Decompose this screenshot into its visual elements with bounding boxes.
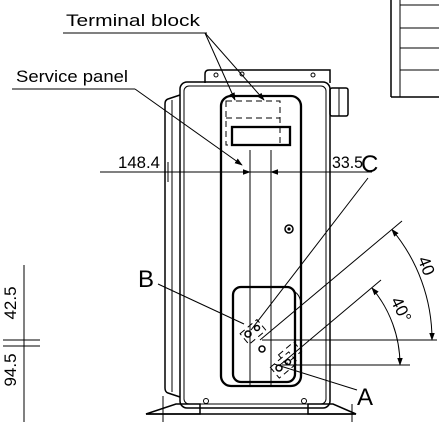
- connection-a-outline: [269, 351, 299, 379]
- terminal-block-leader-left: [204, 32, 236, 101]
- terminal-block-leader-right: [204, 32, 265, 101]
- service-panel: [219, 94, 303, 388]
- connection-c-port: [258, 345, 266, 353]
- top-screw: [239, 71, 245, 77]
- service-panel-label: Service panel: [16, 67, 128, 86]
- height-dimensions: 42.5 94.5: [1, 265, 40, 422]
- left-foot: [145, 403, 201, 415]
- point-a-leader: [273, 363, 358, 391]
- right-foot: [307, 403, 357, 415]
- panel-screw-center: [287, 227, 291, 231]
- front-panel-inner: [183, 85, 327, 405]
- point-c-leader: [250, 177, 369, 331]
- angle-dimensions: 40 40°: [259, 220, 439, 366]
- terminal-block-outline: [225, 100, 281, 146]
- connection-b-port: [244, 330, 252, 338]
- connection-b-port: [253, 324, 261, 332]
- base-screw: [301, 398, 307, 404]
- outer-angle-line: [259, 220, 403, 341]
- connection-a-port: [275, 364, 283, 372]
- base-screw: [203, 398, 209, 404]
- inner-angle-arc: [371, 287, 403, 366]
- point-a-label: A: [357, 384, 373, 411]
- top-screw: [213, 72, 219, 78]
- pipe-opening: [231, 285, 297, 384]
- inner-angle-value: 40°: [387, 294, 415, 325]
- right-offset-value: 33.5: [332, 153, 363, 172]
- service-panel-leader: [134, 88, 243, 166]
- terminal-block-callout: Terminal block: [63, 11, 265, 101]
- point-labels: C B A: [138, 151, 378, 411]
- front-panel-outer: [179, 81, 331, 409]
- point-c-label: C: [361, 151, 378, 178]
- outdoor-unit: [164, 69, 349, 409]
- left-offset-value: 148.4: [118, 153, 160, 172]
- service-panel-callout: Service panel: [12, 67, 243, 166]
- width-dimension: 148.4 33.5: [100, 153, 372, 182]
- pipe-connections: [239, 318, 303, 379]
- unit-base: [145, 396, 357, 422]
- point-b-label: B: [138, 266, 154, 293]
- terminal-block-label: Terminal block: [66, 11, 201, 30]
- height-lower-value: 94.5: [1, 353, 20, 386]
- title-table: [390, 0, 439, 98]
- panel-screw: [284, 224, 294, 234]
- outer-angle-arc: [391, 228, 435, 341]
- unit-top-cap: [204, 69, 331, 83]
- inner-angle-line: [279, 279, 382, 366]
- point-b-leader: [157, 283, 245, 325]
- top-screw: [310, 72, 316, 78]
- connection-b-outline: [239, 318, 267, 346]
- panel-handle-slot: [230, 125, 292, 147]
- outer-angle-value: 40: [414, 254, 439, 279]
- height-upper-value: 42.5: [1, 286, 20, 319]
- left-side-panel: [164, 94, 181, 398]
